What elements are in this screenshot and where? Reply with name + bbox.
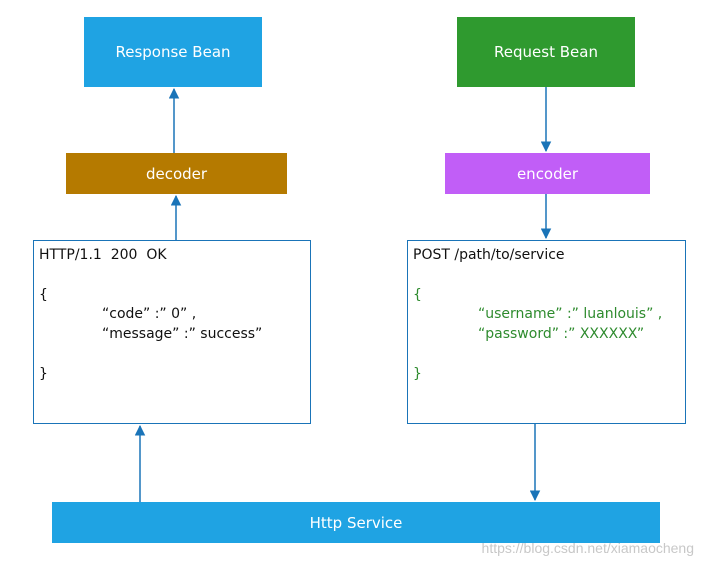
response-bean-box: Response Bean: [84, 17, 262, 87]
response-close-brace: }: [39, 366, 48, 382]
watermark: https://blog.csdn.net/xiamaocheng: [481, 540, 694, 556]
http-service-box: Http Service: [52, 502, 660, 543]
response-open-brace: {: [39, 287, 48, 303]
encoder-label: encoder: [516, 164, 579, 183]
http-response-panel: HTTP/1.1 200 OK { “code” :” 0” , “messag…: [33, 240, 311, 424]
response-message-line: “message” :” success”: [102, 326, 263, 342]
http-request-panel: POST /path/to/service { “username” :” lu…: [407, 240, 686, 424]
response-status-line: HTTP/1.1 200 OK: [39, 247, 167, 263]
response-code-line: “code” :” 0” ,: [102, 306, 197, 322]
decoder-label: decoder: [145, 164, 208, 183]
encoder-box: encoder: [445, 153, 650, 194]
request-bean-box: Request Bean: [457, 17, 635, 87]
request-bean-label: Request Bean: [494, 43, 598, 61]
response-bean-label: Response Bean: [115, 43, 231, 61]
http-service-label: Http Service: [309, 513, 403, 532]
request-username-line: “username” :” luanlouis” ,: [478, 306, 663, 322]
decoder-box: decoder: [66, 153, 287, 194]
request-password-line: “password” :” XXXXXX”: [478, 326, 645, 342]
request-open-brace: {: [413, 287, 422, 303]
request-line: POST /path/to/service: [413, 247, 565, 263]
request-close-brace: }: [413, 366, 422, 382]
